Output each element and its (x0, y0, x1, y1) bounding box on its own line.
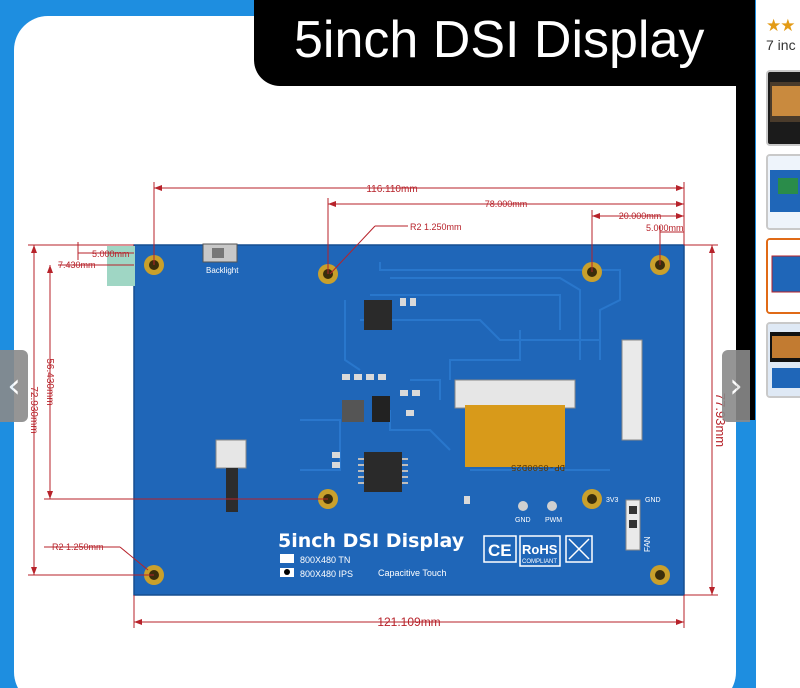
option-tn-checkbox (280, 554, 294, 563)
thumbnail-2[interactable] (766, 154, 800, 230)
side-connector (621, 339, 643, 441)
thumbnail-2-image (768, 156, 800, 228)
gnd-pad-label: GND (515, 517, 531, 524)
ic-chip-main (364, 452, 402, 492)
title-banner: 5inch DSI Display (254, 0, 754, 86)
dim-left-edge-margin: 5.000mm (92, 249, 130, 259)
weee-mark-box (565, 535, 593, 563)
dimension-arrows (31, 185, 715, 625)
mechanical-drawing: 5inch DSI Display 800X480 TN 800X480 IPS… (28, 182, 728, 629)
chevron-left-icon: ‹ (7, 366, 21, 406)
next-image-button[interactable]: › (722, 350, 750, 422)
smd-components (332, 298, 470, 504)
rohs-mark: RoHS (522, 542, 558, 557)
thumbnail-3-active[interactable] (766, 238, 800, 314)
backlight-label: Backlight (206, 266, 239, 275)
fan-label: FAN (643, 536, 652, 552)
touch-connector (215, 439, 247, 469)
thumbnail-1-image (768, 72, 800, 144)
dim-vertical-hole-spacing: 56.430mm (44, 358, 55, 405)
dim-radius-top: R2 1.250mm (410, 222, 462, 232)
pin-3v3-label: 3V3 (606, 497, 619, 504)
ic-chip-small (364, 300, 392, 330)
dim-left-offset: 7.430mm (58, 260, 96, 270)
dim-board-width: 121.109mm (377, 615, 440, 629)
inductor (342, 400, 364, 422)
image-edge-strip (736, 0, 755, 420)
fpc-ribbon (465, 405, 565, 467)
pwm-pad-label: PWM (545, 517, 562, 524)
pcb-traces (300, 262, 621, 471)
board-option-ips: 800X480 IPS (300, 569, 353, 579)
chevron-right-icon: › (729, 366, 743, 406)
dim-right-edge-margin: 5.000mm (646, 223, 684, 233)
rohs-compliant: COMPLIANT (522, 559, 557, 565)
thumbnail-3-image (768, 240, 800, 312)
pin-gnd-label: GND (645, 497, 661, 504)
board-touch-label: Capacitive Touch (378, 568, 446, 578)
dim-hole-spacing: 78.000mm (485, 199, 528, 209)
product-image-viewer: 5inch DSI Display 800X480 TN 800X480 IPS… (0, 0, 755, 688)
rohs-mark-box (519, 535, 561, 567)
rating-count[interactable]: 7 inc (766, 37, 796, 53)
product-image-title: 5inch DSI Display (294, 11, 705, 69)
dimension-lines (28, 182, 718, 628)
thumbnail-4[interactable] (766, 322, 800, 398)
dim-vertical-overall: 72.930mm (28, 386, 39, 433)
ce-mark: CE (488, 541, 512, 560)
thumbnail-4-image (768, 324, 800, 396)
dim-overall-hole-width: 116.110mm (366, 184, 417, 195)
thumbnail-1[interactable] (766, 70, 800, 146)
board-option-tn: 800X480 TN (300, 555, 350, 565)
previous-image-button[interactable]: ‹ (0, 350, 28, 422)
ce-mark-box (483, 535, 517, 563)
rating-stars-icon[interactable]: ★★ (766, 16, 796, 36)
fpc-connector (454, 379, 576, 409)
dim-right-hole-offset: 20.000mm (619, 211, 662, 221)
dim-radius-bottom: R2 1.250mm (52, 542, 104, 552)
fpc-code: DP-0500D25 (511, 462, 565, 472)
product-side-panel: ★★ 7 inc (756, 0, 800, 688)
board-silk-title: 5inch DSI Display (278, 530, 465, 552)
